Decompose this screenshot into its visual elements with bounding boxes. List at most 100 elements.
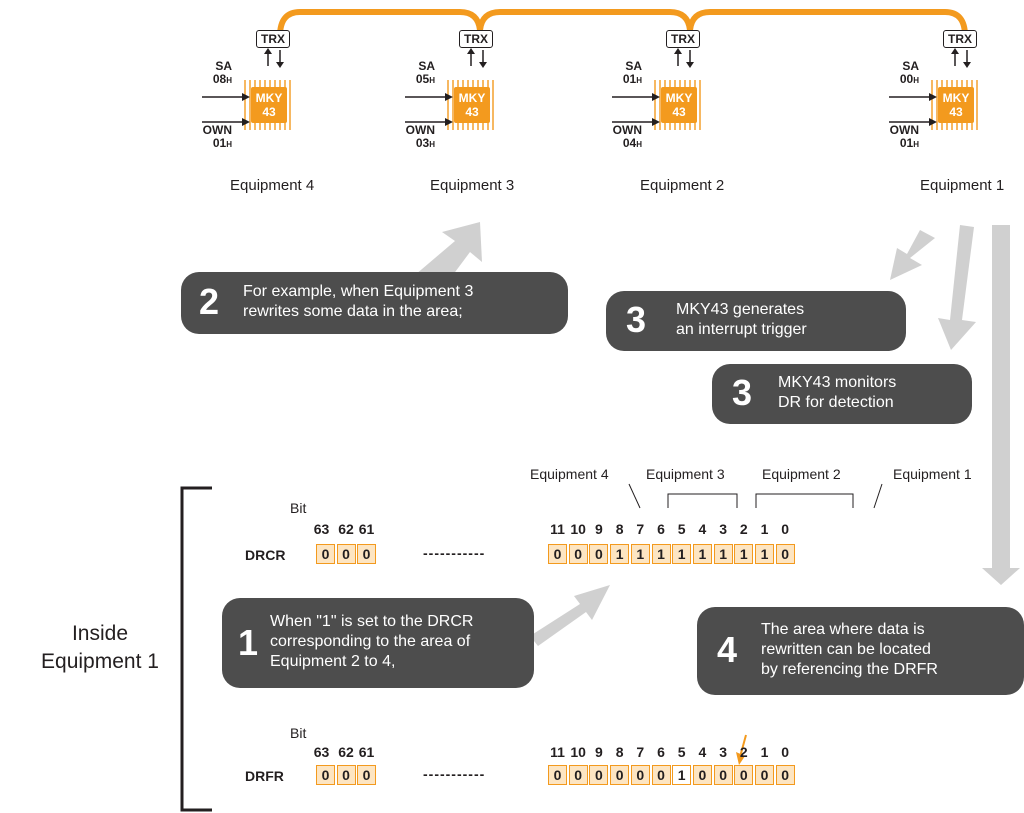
bit-number: 11 [550,744,565,760]
network-cable [277,9,968,37]
arrow-to-drfr [982,225,1020,585]
trx-box: TRX [256,30,290,48]
drcr-cell: 0 [568,544,588,564]
drcr-cell: 0 [548,544,567,564]
ellipsis: ----------- [423,545,486,561]
bit-number: 0 [781,521,790,537]
equipment-label: Equipment 2 [640,177,725,194]
bit-number: 1 [760,744,769,760]
group-label-eq1: Equipment 1 [893,466,972,482]
bit-number: 5 [677,744,686,760]
input-arrows [202,93,250,126]
drfr-cell: 1 [672,765,692,785]
bit-number: 2 [739,521,748,537]
bit-number: 63 [313,521,330,537]
bit-number: 6 [657,744,665,760]
equipment-label: Equipment 1 [920,177,1005,194]
drfr-cell: 0 [610,765,630,785]
bit-number: 61 [358,744,375,760]
inside-bracket [180,486,212,812]
drfr-cell: 0 [568,765,588,785]
drcr-cell: 0 [589,544,609,564]
bit-number: 63 [313,744,330,760]
inside-equipment-1-label: Inside Equipment 1 [41,622,159,673]
drfr-cell: 0 [316,765,335,785]
equipment-label: Equipment 3 [430,177,515,194]
bit-number: 4 [698,521,707,537]
tx-rx-arrows-icon [467,48,487,68]
drcr-cell: 1 [651,544,671,564]
drfr-cell: 0 [630,765,650,785]
bit-number: 1 [760,521,769,537]
drfr-label: DRFR [245,768,284,784]
drcr-cell: 1 [610,544,630,564]
bit-number: 61 [358,521,375,537]
arrow-interrupt [890,230,935,280]
input-arrows [889,93,937,126]
input-arrows [405,93,453,126]
group-label-eq4: Equipment 4 [530,466,609,482]
orange-pointer [739,734,747,758]
drfr-cell: 0 [651,765,671,785]
bit-number: 3 [719,521,727,537]
bit-number: 8 [615,744,624,760]
drcr-cell: 1 [672,544,692,564]
bit-number: 7 [636,744,645,760]
bit-number: 2 [739,744,748,760]
bit-number: 9 [594,744,603,760]
drcr-label: DRCR [245,547,286,563]
bit-number: 62 [338,744,354,760]
callout-2: 2 For example, when Equipment 3 rewrites… [181,272,568,334]
bit-number: 4 [698,744,707,760]
callout-3-monitor: 3 MKY43 monitors DR for detection [712,364,972,424]
drcr-cell: 0 [316,544,335,564]
bit-number: 10 [570,521,586,537]
bit-number: 0 [781,744,790,760]
drfr-cell: 0 [713,765,733,785]
bit-number: 6 [657,521,665,537]
arrow-monitor [938,225,976,350]
drfr-cell: 0 [357,765,376,785]
tx-rx-arrows-icon [264,48,284,68]
tx-rx-arrows-icon [674,48,694,68]
drcr-cell: 1 [692,544,712,564]
callout-4: 4 The area where data is rewritten can b… [697,607,1024,695]
drfr-cell: 0 [548,765,567,785]
drcr-cell: 1 [713,544,733,564]
trx-box: TRX [943,30,977,48]
bit-label: Bit [290,500,307,516]
bit-number: 62 [338,521,354,537]
callout-3-interrupt: 3 MKY43 generates an interrupt trigger [606,291,906,351]
bit-label: Bit [290,725,307,741]
arrow-to-drcr [530,585,610,646]
ellipsis: ----------- [423,766,486,782]
drfr-cell: 0 [336,765,356,785]
drfr-cell: 0 [589,765,609,785]
bit-number: 11 [550,521,565,537]
tx-rx-arrows-icon [951,48,971,68]
bit-number: 7 [636,521,645,537]
drcr-cell: 0 [336,544,356,564]
drfr-cell: 0 [775,765,795,785]
group-label-eq2: Equipment 2 [762,466,841,482]
equipment-label: Equipment 4 [230,177,315,194]
group-label-eq3: Equipment 3 [646,466,725,482]
callout-1: 1 When "1" is set to the DRCR correspond… [222,598,534,688]
drfr-cell: 0 [692,765,712,785]
input-arrows [612,93,660,126]
